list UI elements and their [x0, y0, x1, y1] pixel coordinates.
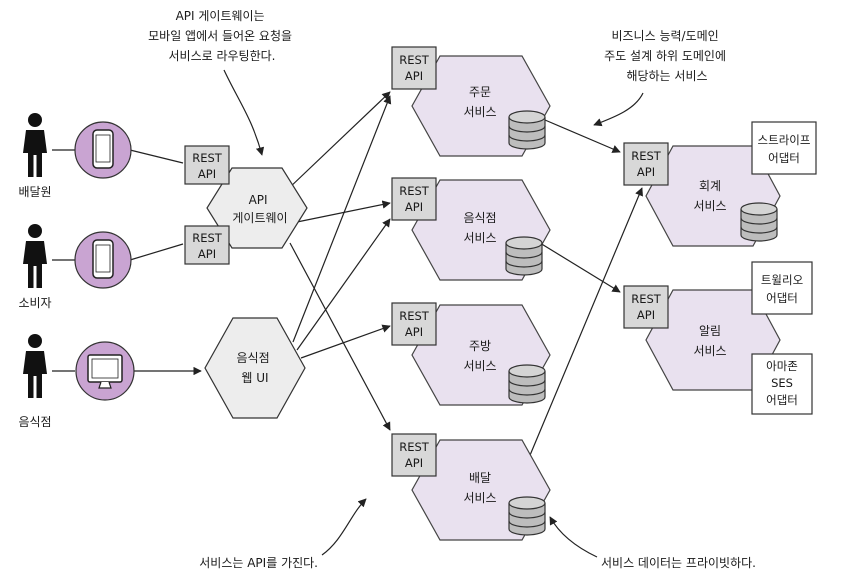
api-note: 서비스는 API를 가진다.: [199, 556, 318, 570]
domain-note-curve: [593, 92, 644, 127]
database-icon: [508, 496, 546, 536]
smartphone-icon: [92, 239, 114, 279]
smartphone-icon: [92, 129, 114, 169]
actor-courier: 배달원: [18, 113, 132, 199]
actor-restaurant: 음식점: [18, 334, 135, 429]
actor-label: 배달원: [18, 185, 51, 199]
delivery-to-accounting: [527, 187, 643, 461]
gateway-to-order: [286, 91, 391, 191]
actor-label: 음식점: [18, 415, 51, 429]
data-note-curve: [549, 516, 598, 558]
restaurant-to-notification: [539, 242, 621, 293]
svg-text:API 게이트웨이: API 게이트웨이: [232, 193, 287, 225]
gateway-note: API 게이트웨이는 모바일 앱에서 들어온 요청을 서비스로 라우팅한다.: [148, 9, 296, 63]
database-icon: [740, 202, 778, 242]
rest-api-box: [391, 302, 437, 346]
rest-api-box: [391, 177, 437, 221]
database-icon: [505, 236, 543, 276]
svg-text:음식점 웹 UI: 음식점 웹 UI: [237, 351, 274, 385]
restaurant-web-ui: 음식점 웹 UI: [204, 317, 306, 419]
person-icon: [23, 334, 47, 398]
webui-to-kitchen: [300, 324, 391, 359]
webui-to-restaurant: [296, 218, 391, 351]
api-gateway: API 게이트웨이: [206, 167, 308, 249]
domain-note: 비즈니스 능력/도메인 주도 설계 하위 도메인에 해당하는 서비스: [604, 29, 730, 83]
rest-api-box: [623, 285, 669, 329]
actor1-to-rest: [129, 149, 184, 164]
person-icon: [23, 224, 47, 288]
monitor-icon: [87, 354, 123, 389]
gateway-note-curve: [223, 69, 265, 156]
person-icon: [23, 113, 47, 177]
rest-api-box: [623, 142, 669, 186]
api-note-curve: [321, 498, 367, 556]
webui-to-order: [292, 95, 392, 343]
gateway-to-delivery: [289, 242, 391, 431]
actor2-to-rest: [129, 243, 184, 261]
order-to-accounting: [544, 119, 621, 153]
database-icon: [508, 110, 546, 150]
rest-api-box: [391, 46, 437, 90]
rest-api-box: [391, 433, 437, 477]
database-icon: [508, 364, 546, 404]
actor-label: 소비자: [18, 296, 51, 310]
data-note: 서비스 데이터는 프라이빗하다.: [601, 556, 756, 570]
actor-consumer: 소비자: [18, 224, 132, 310]
